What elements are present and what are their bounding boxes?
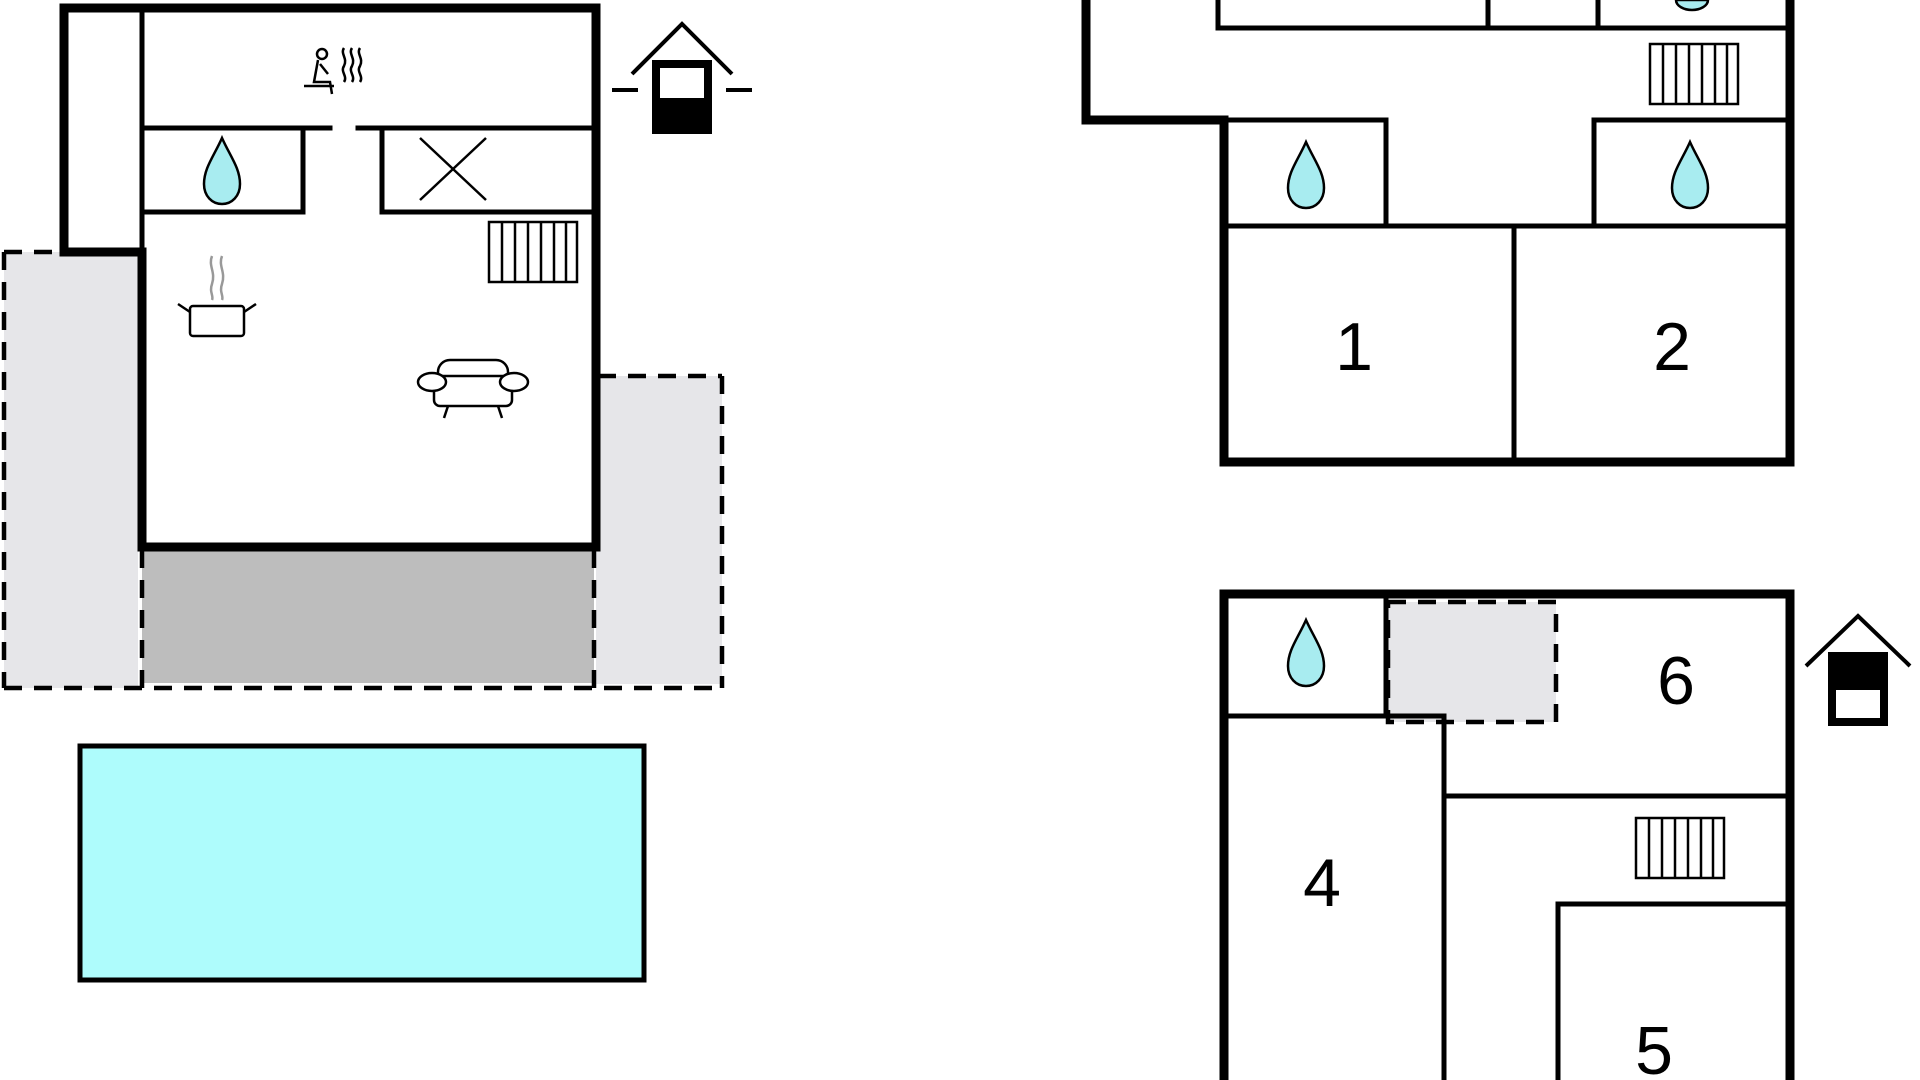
sauna-icon	[304, 47, 363, 95]
radiator-icon	[1648, 42, 1740, 106]
water-drop-icon	[1286, 616, 1326, 688]
sofa-icon	[416, 358, 530, 419]
room-number: 6	[1657, 643, 1695, 719]
room-number: 1	[1335, 309, 1373, 385]
bathroom-water-drop-icon	[202, 134, 242, 206]
entrance-house-icon	[612, 21, 752, 134]
lower-right-floor: 6 4 5	[1219, 589, 1912, 1080]
room-number: 4	[1303, 845, 1341, 921]
terrace-right	[596, 376, 722, 684]
upper-right-floor: 1 2	[1081, 0, 1795, 467]
radiator-icon	[1634, 816, 1726, 880]
closet-cross-icon	[419, 137, 487, 201]
radiator-icon	[487, 220, 579, 284]
entrance-house-icon	[1804, 613, 1912, 726]
covered-terrace	[142, 549, 594, 683]
water-drop-icon	[1286, 138, 1326, 210]
pool	[77, 743, 647, 983]
upper-right-outer-wall	[1081, 0, 1795, 467]
water-drop-icon	[1670, 138, 1710, 210]
terrace-outline	[1, 249, 725, 691]
terrace-left	[4, 252, 138, 688]
left-floor	[1, 3, 752, 983]
room-number: 2	[1653, 309, 1691, 385]
lower-right-outer-wall	[1219, 589, 1795, 1080]
stair-void	[1388, 602, 1556, 722]
kitchen-pot-icon	[177, 255, 257, 338]
room-number: 5	[1635, 1013, 1673, 1080]
